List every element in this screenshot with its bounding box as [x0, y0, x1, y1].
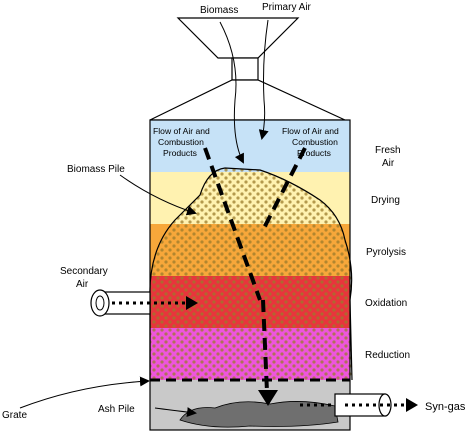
- secondary-air-pipe: [90, 289, 198, 317]
- air-flow-arrowhead: [258, 390, 278, 406]
- label-biomass: Biomass: [200, 5, 238, 16]
- label-zone-reduction: Reduction: [365, 350, 410, 361]
- grate-leader: [19, 376, 150, 409]
- syngas-outlet-pipe: [300, 393, 418, 417]
- ash-pile-leader: [154, 407, 197, 418]
- label-zone-pyrolysis: Pyrolysis: [366, 247, 406, 258]
- label-grate: Grate: [2, 410, 27, 421]
- air-flow-arrow-left: [203, 147, 262, 301]
- label-flow-right-2: Combustion: [292, 137, 338, 147]
- label-syn-gas: Syn-gas: [425, 401, 466, 413]
- label-flow-left-2: Combustion: [158, 137, 204, 147]
- biomass-flow-line: [219, 21, 244, 164]
- label-secondary-air-1: Secondary: [60, 266, 108, 277]
- label-zone-fresh-air-2: Air: [382, 158, 395, 169]
- label-flow-left-1: Flow of Air and: [153, 126, 210, 136]
- ash-pile: [179, 401, 339, 428]
- label-ash-pile: Ash Pile: [98, 404, 135, 415]
- label-primary-air: Primary Air: [262, 2, 312, 13]
- label-flow-right-1: Flow of Air and: [282, 126, 339, 136]
- biomass-pile-leader: [119, 174, 197, 216]
- label-zone-oxidation: Oxidation: [365, 298, 407, 309]
- label-zone-fresh-air-1: Fresh: [375, 145, 401, 156]
- primary-air-flow-line: [258, 19, 269, 140]
- air-flow-arrow-down: [261, 299, 269, 393]
- reactor-wall: [149, 119, 351, 431]
- air-flow-arrow-right: [261, 147, 307, 231]
- label-flow-left-3: Products: [163, 148, 197, 158]
- label-flow-right-3: Products: [297, 148, 331, 158]
- label-secondary-air-2: Air: [76, 279, 89, 290]
- feed-hopper: [149, 17, 346, 121]
- label-zone-drying: Drying: [371, 195, 400, 206]
- label-biomass-pile: Biomass Pile: [67, 164, 125, 175]
- zone-fresh-air: [150, 120, 350, 172]
